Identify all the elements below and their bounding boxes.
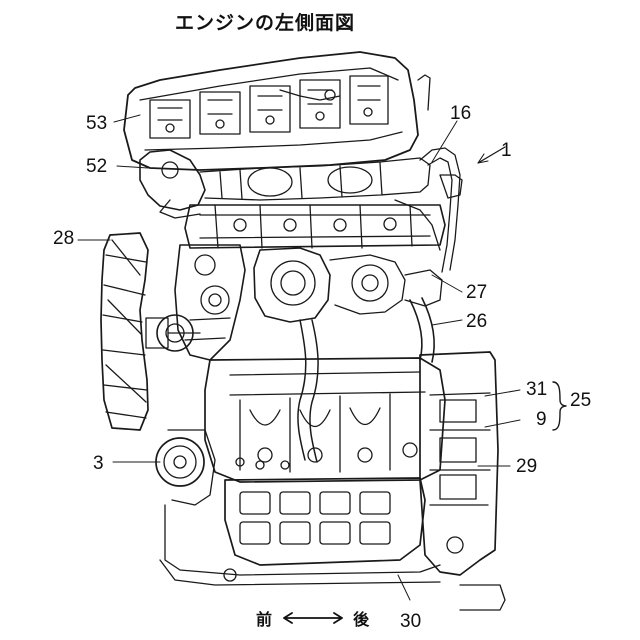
label-3: 3: [93, 454, 104, 473]
direction-rear: 後: [353, 606, 369, 630]
label-25: 25: [570, 391, 591, 410]
label-30: 30: [400, 612, 421, 631]
coolant-hoses: [298, 298, 434, 462]
direction-indicator: 前 後: [256, 606, 369, 630]
flywheel-housing: [420, 352, 505, 610]
cooling-fan: [101, 233, 200, 430]
label-31: 31: [526, 380, 547, 399]
label-26: 26: [466, 312, 487, 331]
alternator-bracket: [175, 245, 245, 360]
label-28: 28: [53, 229, 74, 248]
label-52: 52: [86, 157, 107, 176]
label-1: 1: [501, 141, 512, 160]
egr-pipe: [395, 148, 462, 272]
double-arrow-icon: [281, 611, 345, 625]
bracket-25: [553, 382, 566, 430]
cylinder-head: [185, 205, 445, 248]
label-16: 16: [450, 104, 471, 123]
label-27: 27: [466, 283, 487, 302]
direction-front: 前: [256, 606, 272, 630]
oil-pan: [160, 478, 440, 585]
cylinder-block: [205, 358, 445, 482]
intake-manifold: [124, 52, 430, 170]
label-29: 29: [516, 457, 537, 476]
label-9: 9: [536, 410, 547, 429]
label-53: 53: [86, 114, 107, 133]
turbocharger: [254, 248, 442, 322]
